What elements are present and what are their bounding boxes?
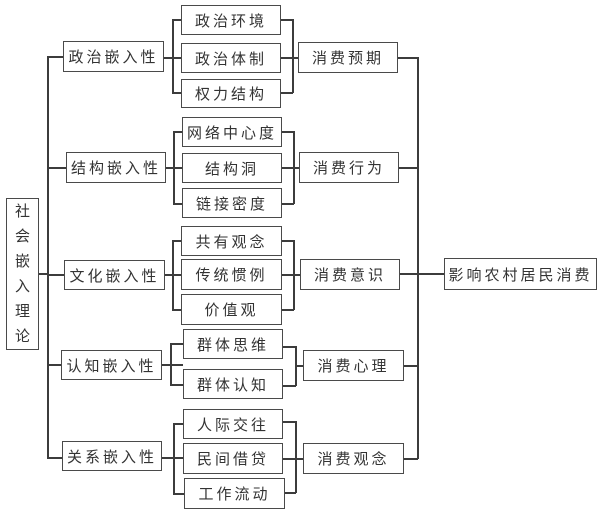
connector-line (282, 274, 300, 276)
connector-line (173, 493, 184, 495)
connector-line (173, 131, 182, 133)
connector-line (282, 131, 294, 133)
connector-line (293, 131, 295, 204)
connector-line (172, 240, 181, 242)
outcome-node: 影响农村居民消费 (444, 258, 597, 290)
connector-line (285, 492, 296, 494)
connector-line (282, 309, 294, 311)
factor-node: 工作流动 (184, 478, 285, 509)
connector-line (404, 365, 418, 367)
factor-node: 人际交往 (183, 409, 283, 439)
factor-node: 传统惯例 (181, 259, 282, 290)
root-label-char: 理 (14, 302, 30, 320)
consumption-node-expectation: 消费预期 (298, 42, 398, 73)
connector-line (162, 457, 183, 459)
connector-line (400, 273, 444, 275)
connector-line (162, 364, 183, 366)
connector-line (398, 57, 418, 59)
connector-line (173, 131, 175, 204)
connector-line (283, 458, 303, 460)
factor-node: 政治环境 (181, 5, 281, 35)
factor-node: 网络中心度 (182, 117, 282, 147)
connector-line (172, 19, 181, 21)
connector-line (282, 203, 294, 205)
factor-node: 民间借贷 (183, 443, 283, 474)
connector-line (173, 423, 175, 494)
consumption-node-psychology: 消费心理 (303, 350, 404, 381)
consumption-node-awareness: 消费意识 (300, 259, 400, 290)
root-label-char: 论 (14, 327, 30, 345)
connector-line (173, 423, 183, 425)
connector-line (172, 240, 174, 310)
connector-line (283, 346, 296, 348)
root-label-char: 会 (14, 227, 30, 245)
dimension-node-structural: 结构嵌入性 (66, 152, 166, 183)
connector-line (282, 167, 299, 169)
connector-line (417, 57, 419, 459)
connector-line (295, 421, 297, 493)
connector-line (172, 309, 181, 311)
root-label-char: 嵌 (14, 252, 30, 270)
connector-line (282, 240, 294, 242)
factor-node: 共有观念 (181, 226, 282, 256)
factor-node: 政治体制 (181, 43, 281, 73)
connector-line (292, 19, 294, 93)
connector-line (47, 457, 62, 459)
connector-line (404, 458, 418, 460)
connector-line (172, 92, 181, 94)
factor-node: 群体思维 (183, 329, 283, 359)
connector-line (281, 92, 293, 94)
connector-line (281, 57, 298, 59)
connector-line (399, 167, 418, 169)
connector-line (172, 19, 174, 93)
factor-node: 群体认知 (183, 369, 283, 399)
root-label-char: 社 (14, 202, 30, 220)
connector-line (47, 167, 66, 169)
consumption-node-behavior: 消费行为 (299, 152, 399, 183)
connector-line (293, 240, 295, 310)
connector-line (47, 56, 49, 458)
dimension-node-relational: 关系嵌入性 (62, 441, 162, 471)
factor-node: 链接密度 (182, 188, 282, 218)
connector-line (283, 421, 296, 423)
connector-line (295, 365, 303, 367)
consumption-node-concept: 消费观念 (303, 443, 404, 474)
dimension-node-cultural: 文化嵌入性 (64, 260, 165, 290)
factor-node: 价值观 (181, 294, 282, 325)
connector-line (47, 274, 64, 276)
factor-node: 结构洞 (182, 153, 282, 183)
connector-line (170, 343, 183, 345)
connector-line (283, 385, 296, 387)
connector-line (173, 203, 182, 205)
connector-line (39, 273, 48, 275)
connector-line (281, 19, 293, 21)
connector-line (47, 56, 63, 58)
factor-node: 权力结构 (181, 79, 281, 108)
dimension-node-cognitive: 认知嵌入性 (61, 350, 162, 380)
connector-line (47, 364, 61, 366)
root-label-char: 入 (14, 277, 30, 295)
connector-line (170, 384, 183, 386)
connector-line (170, 343, 172, 384)
root-node-social-embeddedness-theory: 社会嵌入理论 (6, 198, 39, 350)
dimension-node-political: 政治嵌入性 (63, 41, 164, 72)
